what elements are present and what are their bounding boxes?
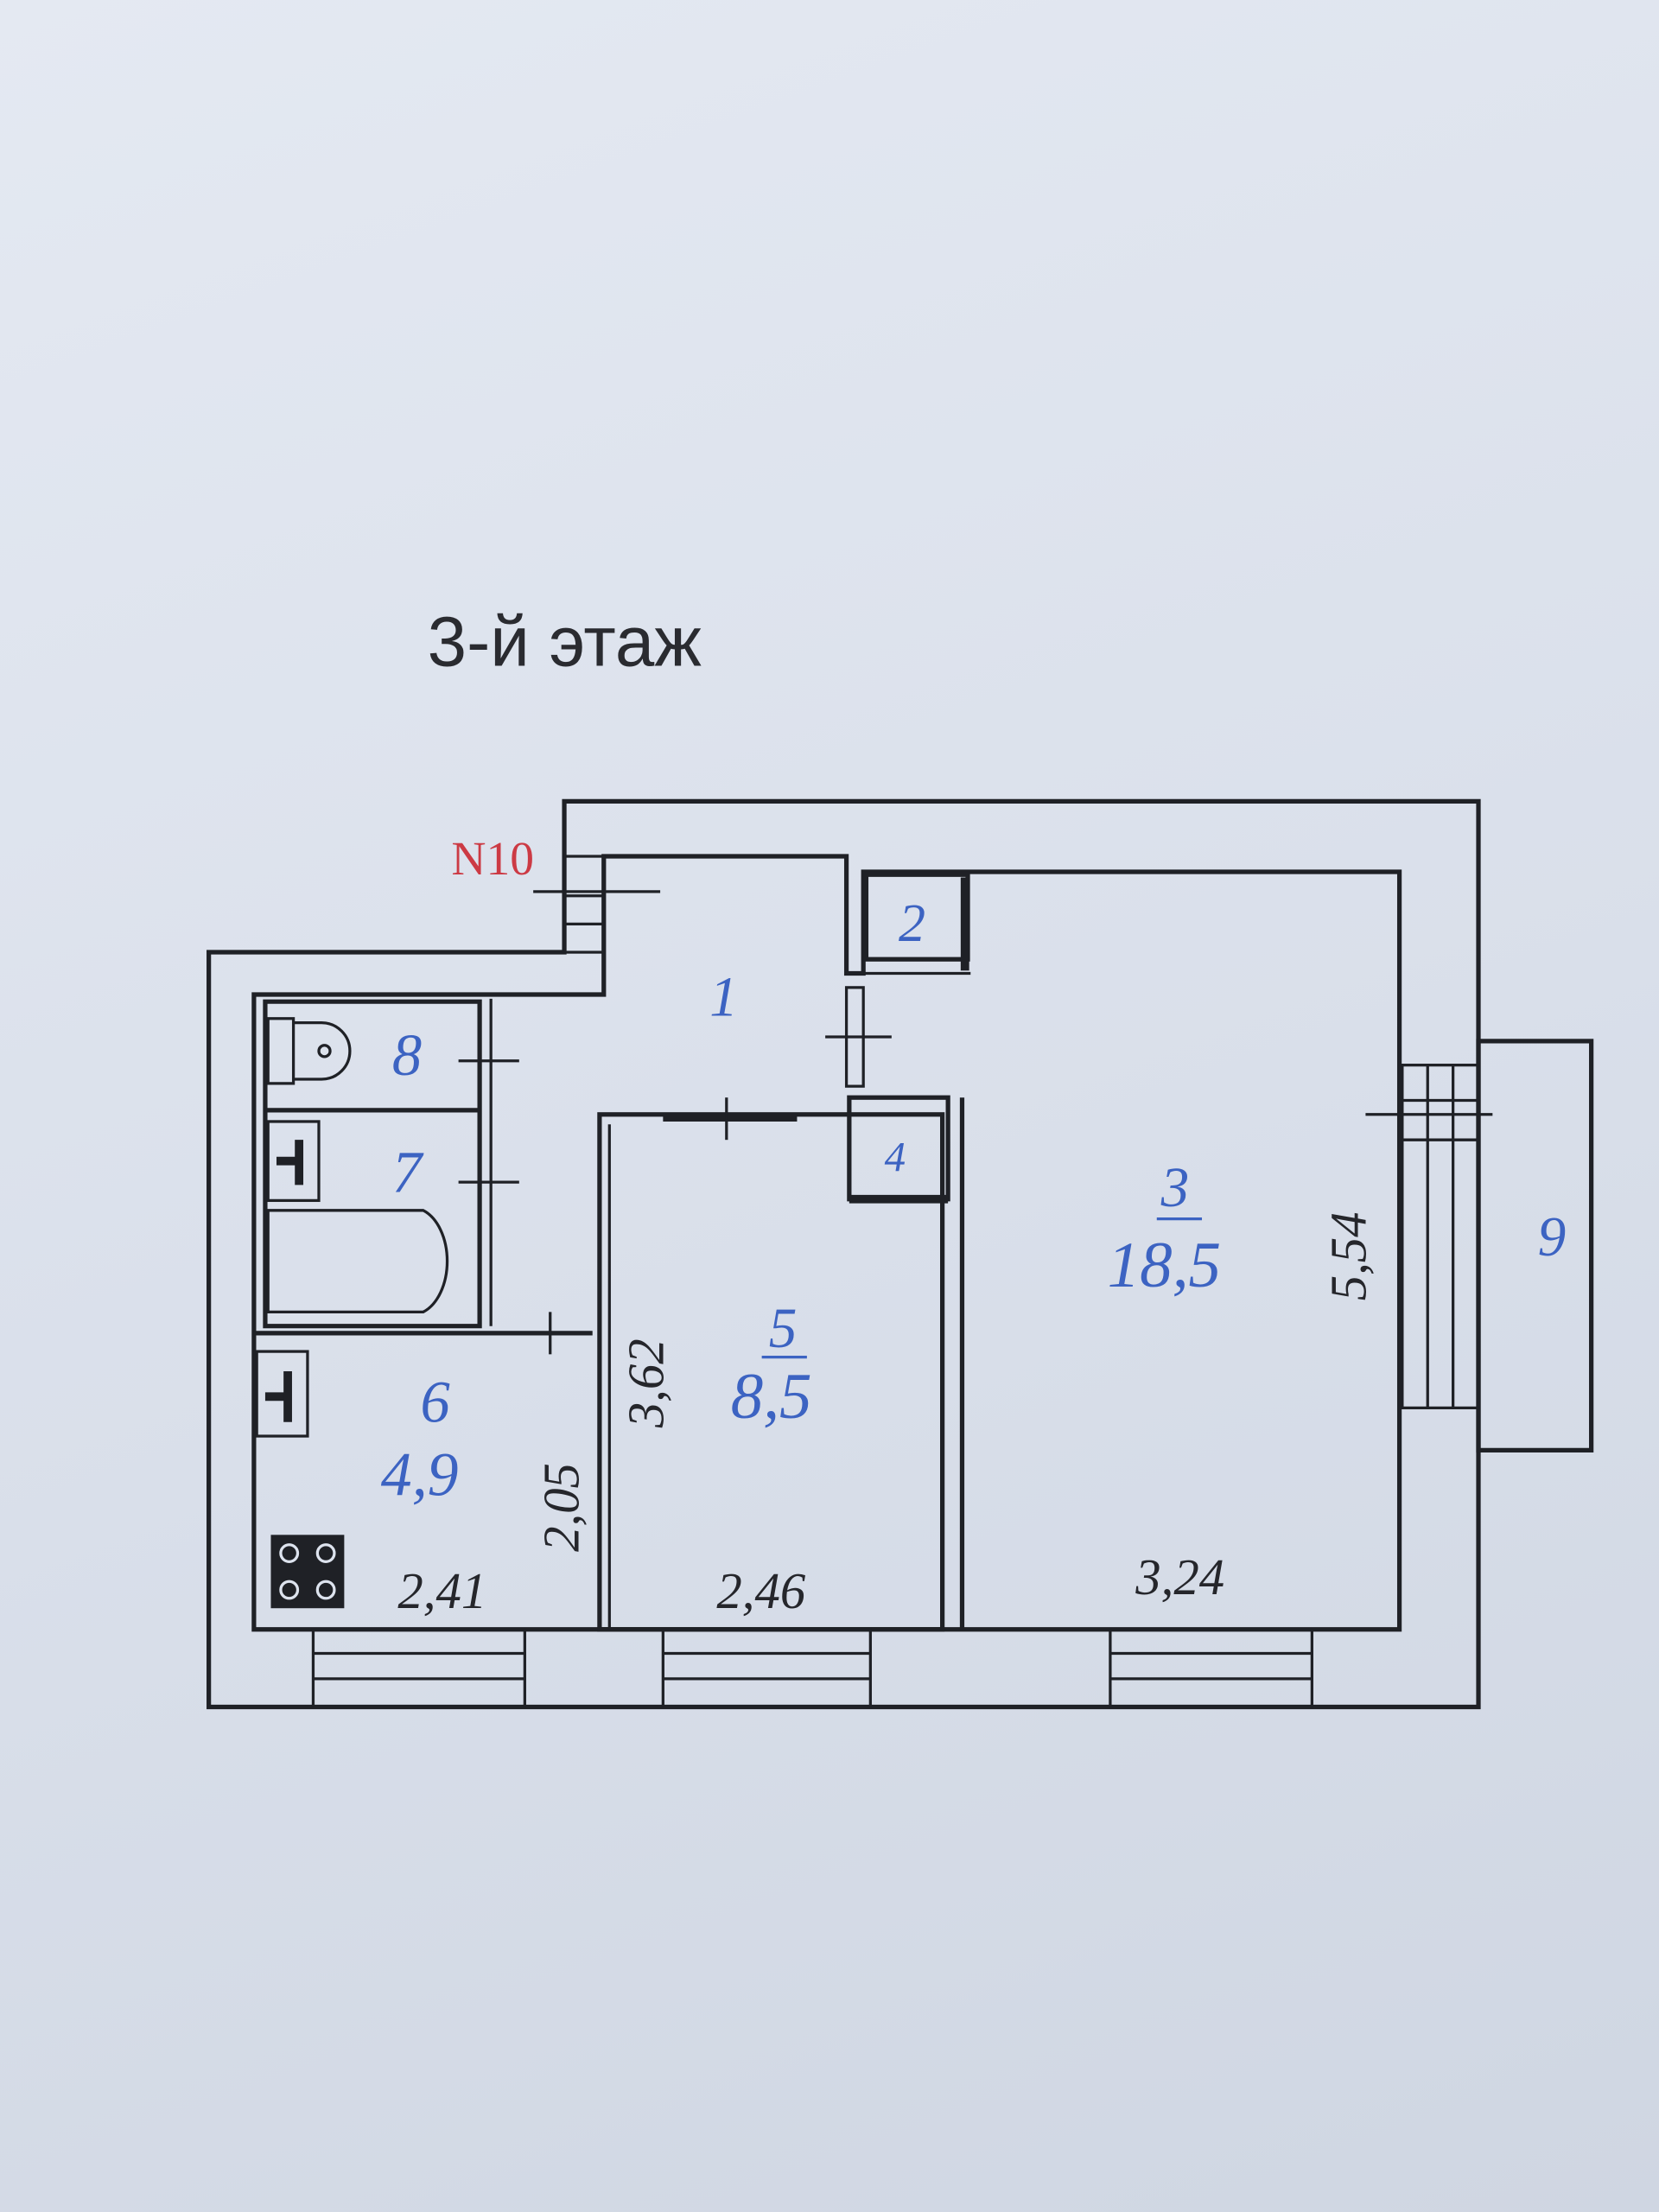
sink-icon [266, 1120, 321, 1203]
room-4-number: 4 [885, 1133, 906, 1180]
room-6-number: 6 [421, 1370, 450, 1435]
window-room-3 [1109, 1628, 1313, 1709]
floor-title: 3-й этаж [428, 603, 702, 682]
window-room-5 [661, 1628, 872, 1709]
window-kitchen [311, 1628, 526, 1709]
entrance-label: N10 [451, 833, 534, 886]
room-7-number: 7 [392, 1140, 424, 1205]
dim-kitchen-length: 2,05 [533, 1463, 589, 1552]
room-2-number: 2 [899, 894, 925, 953]
dim-room5-width: 2,46 [716, 1563, 805, 1619]
room-5-number: 5 [769, 1298, 798, 1360]
balcony-outline [1476, 1039, 1594, 1452]
room-5-area: 8,5 [731, 1361, 812, 1433]
room-3-area: 18,5 [1108, 1230, 1221, 1301]
room-1-number: 1 [709, 967, 738, 1029]
room-6-area: 4,9 [381, 1440, 459, 1510]
bathroom-block [263, 999, 482, 1329]
stove-icon [270, 1535, 345, 1609]
room-3-number: 3 [1160, 1157, 1190, 1219]
dim-room3-length: 5,54 [1320, 1211, 1376, 1300]
kitchen-sink-icon [255, 1350, 309, 1438]
room-8-number: 8 [392, 1022, 422, 1088]
dim-room5-length: 3,62 [618, 1338, 674, 1428]
balcony-door [1365, 1064, 1493, 1410]
room-9-number: 9 [1538, 1206, 1567, 1268]
entrance-door [533, 855, 661, 954]
inner-wall [251, 854, 1402, 1632]
door-room-3 [825, 986, 892, 1088]
dim-kitchen-width: 2,41 [397, 1563, 486, 1619]
toilet-icon [266, 1017, 352, 1085]
dim-room3-width: 3,24 [1135, 1549, 1224, 1605]
bathtub-icon [266, 1209, 449, 1313]
